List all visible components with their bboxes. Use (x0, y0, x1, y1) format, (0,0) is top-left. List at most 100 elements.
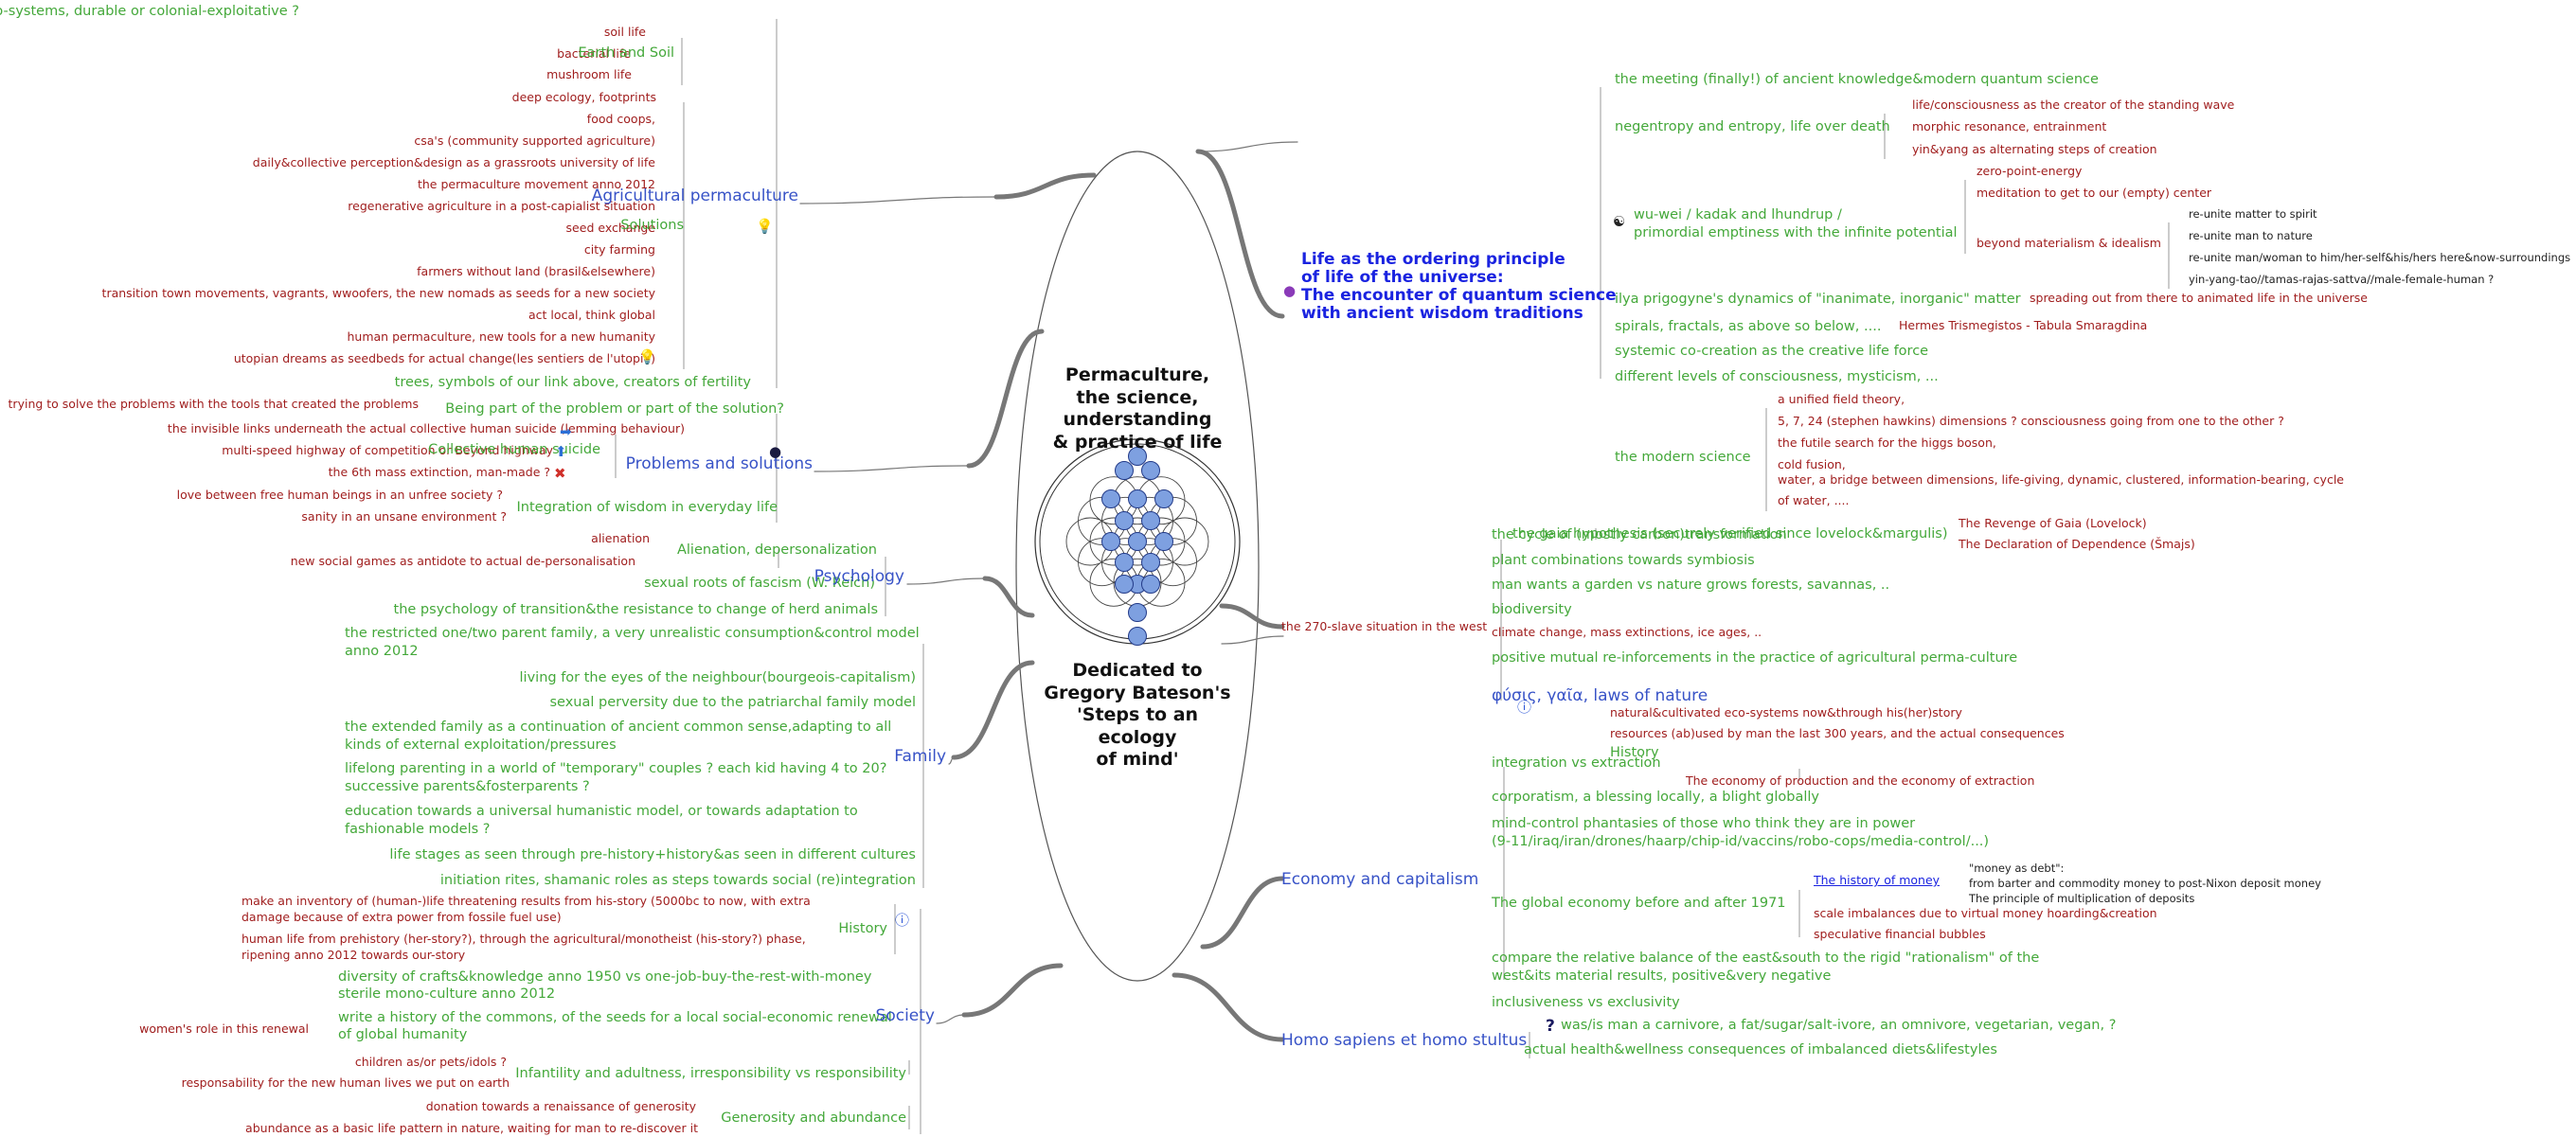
subtopic: Integration of wisdom in everyday life (516, 500, 778, 515)
main-topic: Economy and capitalism (1281, 870, 1479, 889)
tree-of-life-node (1128, 627, 1147, 646)
central-title-line: the science, (1076, 386, 1199, 408)
branch-connector (799, 196, 995, 204)
subtopic: write a history of the commons, of the s… (338, 1010, 892, 1025)
branch-connector (1221, 635, 1284, 645)
subtopic: inclusiveness vs exclusivity (1492, 995, 1680, 1010)
leaf-topic: deep ecology, footprints (511, 90, 656, 104)
leaf-topic: re-unite man to nature (2189, 229, 2313, 242)
leaf-topic: yin&yang as alternating steps of creatio… (1912, 142, 2157, 156)
branch-connector (936, 1014, 965, 1024)
subtopic: living for the eyes of the neighbour(bou… (519, 670, 916, 685)
leaf-topic: seed exchange (565, 221, 655, 235)
yin-yang-icon: ☯ (1613, 213, 1626, 230)
branch-connector (1197, 141, 1298, 152)
subtopic: man wants a garden vs nature grows fores… (1492, 577, 1890, 593)
leaf-topic: Hermes Trismegistos - Tabula Smaragdina (1899, 318, 2148, 332)
leaf-topic: cold fusion, (1778, 457, 1846, 471)
subtopic: sterile mono-culture anno 2012 (338, 986, 556, 1002)
subtopic: sexual perversity due to the patriarchal… (549, 695, 916, 710)
branch-connector (906, 577, 986, 585)
central-title-line: understanding (1063, 409, 1212, 431)
subtopic: Infantility and adultness, irresponsibil… (515, 1066, 906, 1081)
subtopic: the cycle of (mostly carbon)transformati… (1492, 527, 1787, 542)
main-topic: Society (875, 1006, 935, 1025)
leaf-topic: meditation to get to our (empty) center (1977, 186, 2212, 200)
leaf-topic: re-unite matter to spirit (2189, 207, 2317, 221)
leaf-topic: The economy of production and the econom… (1686, 773, 2035, 788)
bomb-icon: ● (769, 443, 782, 460)
subtopic: lifelong parenting in a world of "tempor… (345, 761, 887, 776)
leaf-topic: natural&cultivated eco-systems now&throu… (1610, 705, 1962, 720)
tree-of-life-node (1141, 461, 1160, 480)
leaf-topic: multi-speed highway of competition or Be… (222, 443, 553, 457)
leaf-topic: a unified field theory, (1778, 392, 1905, 406)
subtopic: spirals, fractals, as above so below, ..… (1615, 319, 1882, 334)
central-ellipse (1015, 151, 1260, 982)
subtopic: trees, symbols of our link above, creato… (394, 375, 751, 390)
leaf-topic: the futile search for the higgs boson, (1778, 435, 1996, 450)
leaf-topic: sanity in an unsane environment ? (301, 509, 507, 524)
dedication-line: Gregory Bateson's (1044, 682, 1231, 703)
dedication-line: of mind' (1096, 749, 1179, 771)
tree-of-life-node (1101, 489, 1120, 508)
arrow-right-icon: ➡ (560, 423, 572, 440)
tree-of-life-node (1115, 511, 1134, 530)
subtopic: anno 2012 (345, 644, 419, 659)
main-branch-connector (1219, 603, 1285, 630)
topic-link[interactable]: The history of money (1814, 873, 1941, 887)
central-title: Permaculture, the science, understanding… (1024, 364, 1251, 453)
main-branch-connector (951, 660, 1035, 760)
tree-of-life-node (1115, 461, 1134, 480)
central-title-line: & practice of life (1052, 431, 1223, 453)
subtopic: ilya prigogyne's dynamics of "inanimate,… (1615, 292, 2021, 307)
main-topic: Psychology (814, 567, 904, 586)
info-icon: ⓘ (895, 912, 910, 929)
subtopic: The global economy before and after 1971 (1492, 896, 1786, 911)
tree-of-life-node (1115, 575, 1134, 594)
leaf-topic: yin-yang-tao//tamas-rajas-sattva//male-f… (2189, 273, 2495, 286)
tree-of-life-node (1141, 575, 1160, 594)
leaf-topic: speculative financial bubbles (1814, 927, 1986, 941)
subtopic: negentropy and entropy, life over death (1615, 119, 1890, 134)
subtopic: Alienation, depersonalization (676, 542, 877, 558)
subtopic: History (1610, 745, 1659, 760)
leaf-topic: 5, 7, 24 (stephen hawkins) dimensions ? … (1778, 414, 2284, 428)
subtopic: life stages as seen through pre-history+… (389, 847, 916, 862)
leaf-topic: love between free human beings in an unf… (176, 488, 503, 502)
subtopic: was/is man a carnivore, a fat/sugar/salt… (1561, 1018, 2117, 1033)
leaf-topic: human permaculture, new tools for a new … (347, 329, 656, 344)
leaf-topic: abundance as a basic life pattern in nat… (245, 1121, 698, 1135)
lightbulb-icon: 💡 (638, 348, 656, 365)
leaf-topic: the permaculture movement anno 2012 (417, 177, 655, 191)
subtopic: mind-control phantasies of those who thi… (1492, 816, 1916, 831)
central-dedication: Dedicated to Gregory Bateson's 'Steps to… (1024, 660, 1251, 772)
tree-of-life-node (1101, 532, 1120, 551)
subtopic: Collective human suicide (428, 442, 600, 457)
leaf-topic: The Declaration of Dependence (Šmajs) (1959, 537, 2195, 551)
leaf-topic: from barter and commodity money to post-… (1969, 877, 2321, 890)
arrow-up-icon: ⬆ (555, 443, 567, 460)
leaf-topic: "money as debt": (1969, 862, 2065, 875)
leaf-topic: alienation (591, 531, 650, 545)
subtopic: the restricted one/two parent family, a … (345, 626, 920, 641)
dedication-line: 'Steps to an (1076, 704, 1199, 726)
subtopic: primordial emptiness with the infinite p… (1634, 225, 1958, 240)
leaf-topic: city farming (583, 242, 655, 257)
main-branch-connector (961, 963, 1064, 1018)
leaf-topic: soil life (603, 25, 646, 39)
central-title-line: Permaculture, (1064, 364, 1210, 385)
subtopic: corporatism, a blessing locally, a bligh… (1492, 790, 1820, 805)
leaf-topic: water, a bridge between dimensions, life… (1778, 472, 2344, 487)
central-branch-heading: The encounter of quantum science (1301, 286, 1617, 305)
leaf-topic: The Revenge of Gaia (Lovelock) (1959, 516, 2147, 530)
leaf-topic: daily&collective perception&design as a … (252, 155, 655, 169)
leaf-topic: the 6th mass extinction, man-made ? (328, 465, 550, 479)
subtopic: different levels of consciousness, mysti… (1615, 369, 1939, 384)
main-topic: Family (894, 747, 946, 766)
branch-connector (814, 465, 969, 472)
tree-of-life-node (1141, 511, 1160, 530)
leaf-topic: resources (ab)used by man the last 300 y… (1610, 726, 2065, 740)
leaf-topic: morphic resonance, entrainment (1912, 119, 2107, 133)
